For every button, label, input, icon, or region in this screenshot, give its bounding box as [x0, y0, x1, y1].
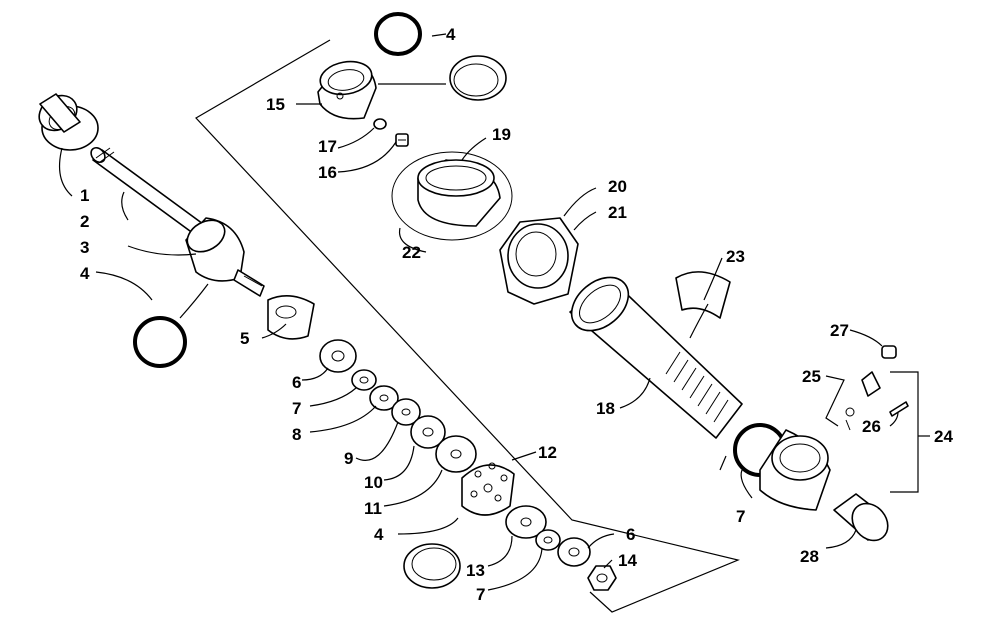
- spring-adjuster-nut: [499, 217, 579, 305]
- o-ring-top: [374, 12, 422, 56]
- washer-6a: [319, 339, 357, 373]
- o-ring-left: [133, 316, 187, 368]
- callout-7-upper: 7: [292, 399, 301, 418]
- callout-19: 19: [492, 125, 511, 144]
- callout-14: 14: [618, 551, 637, 570]
- callout-4-top: 4: [446, 25, 456, 44]
- callout-18: 18: [596, 399, 615, 418]
- callout-26: 26: [862, 417, 881, 436]
- callout-numbers: 1 2 3 4 4 15 17 16 19 22 20 21 23 18 5 6…: [80, 25, 953, 604]
- shim-8: [369, 385, 399, 411]
- adjuster-screw: [881, 345, 897, 359]
- shock-body: [569, 276, 743, 439]
- callout-13: 13: [466, 561, 485, 580]
- leader-lines: [59, 33, 930, 591]
- valve-core: [395, 133, 409, 147]
- shim-9: [391, 398, 421, 426]
- callout-11: 11: [364, 499, 382, 518]
- spring-retainer: [417, 159, 501, 227]
- small-o-ring: [373, 118, 387, 130]
- callout-4-bottom: 4: [374, 525, 384, 544]
- shim-13: [505, 505, 547, 539]
- shim-7a: [351, 369, 377, 391]
- clip: [889, 401, 909, 417]
- callout-7-reservoir: 7: [736, 507, 745, 526]
- callout-16: 16: [318, 163, 337, 182]
- callout-6-lower: 6: [626, 525, 635, 544]
- callout-27: 27: [830, 321, 849, 340]
- curved-plate: [675, 271, 731, 319]
- callout-22: 22: [402, 243, 421, 262]
- shim-7b: [535, 529, 561, 551]
- bottom-bushing: [833, 493, 889, 542]
- callout-20: 20: [608, 177, 627, 196]
- callout-7-lower: 7: [476, 585, 485, 604]
- callout-28: 28: [800, 547, 819, 566]
- shim-10: [410, 415, 446, 449]
- callout-12: 12: [538, 443, 557, 462]
- wear-band-bottom: [403, 543, 461, 589]
- callout-17: 17: [318, 137, 337, 156]
- callout-24: 24: [934, 427, 953, 446]
- callout-9: 9: [344, 449, 353, 468]
- group-bracket-outline: [195, 39, 740, 613]
- wear-band-top: [449, 55, 507, 101]
- callout-4-left: 4: [80, 264, 90, 283]
- seal-head: [317, 60, 377, 120]
- callout-3: 3: [80, 238, 89, 257]
- callout-15: 15: [266, 95, 285, 114]
- retaining-ring: [391, 151, 513, 241]
- callout-2: 2: [80, 212, 89, 231]
- bumper: [267, 295, 315, 340]
- callout-25: 25: [802, 367, 821, 386]
- shim-11: [435, 435, 477, 473]
- callout-21: 21: [608, 203, 627, 222]
- callout-1: 1: [80, 186, 89, 205]
- nut: [587, 565, 617, 591]
- shaft-end-body: [185, 217, 265, 297]
- washer-6b: [557, 537, 591, 567]
- compression-adjuster: [845, 371, 881, 431]
- reservoir-body: [759, 429, 831, 511]
- callout-6-upper: 6: [292, 373, 301, 392]
- callout-23: 23: [726, 247, 745, 266]
- callout-5: 5: [240, 329, 249, 348]
- callout-10: 10: [364, 473, 383, 492]
- eyelet-bushing: [38, 93, 99, 151]
- callout-8: 8: [292, 425, 301, 444]
- piston: [461, 462, 515, 516]
